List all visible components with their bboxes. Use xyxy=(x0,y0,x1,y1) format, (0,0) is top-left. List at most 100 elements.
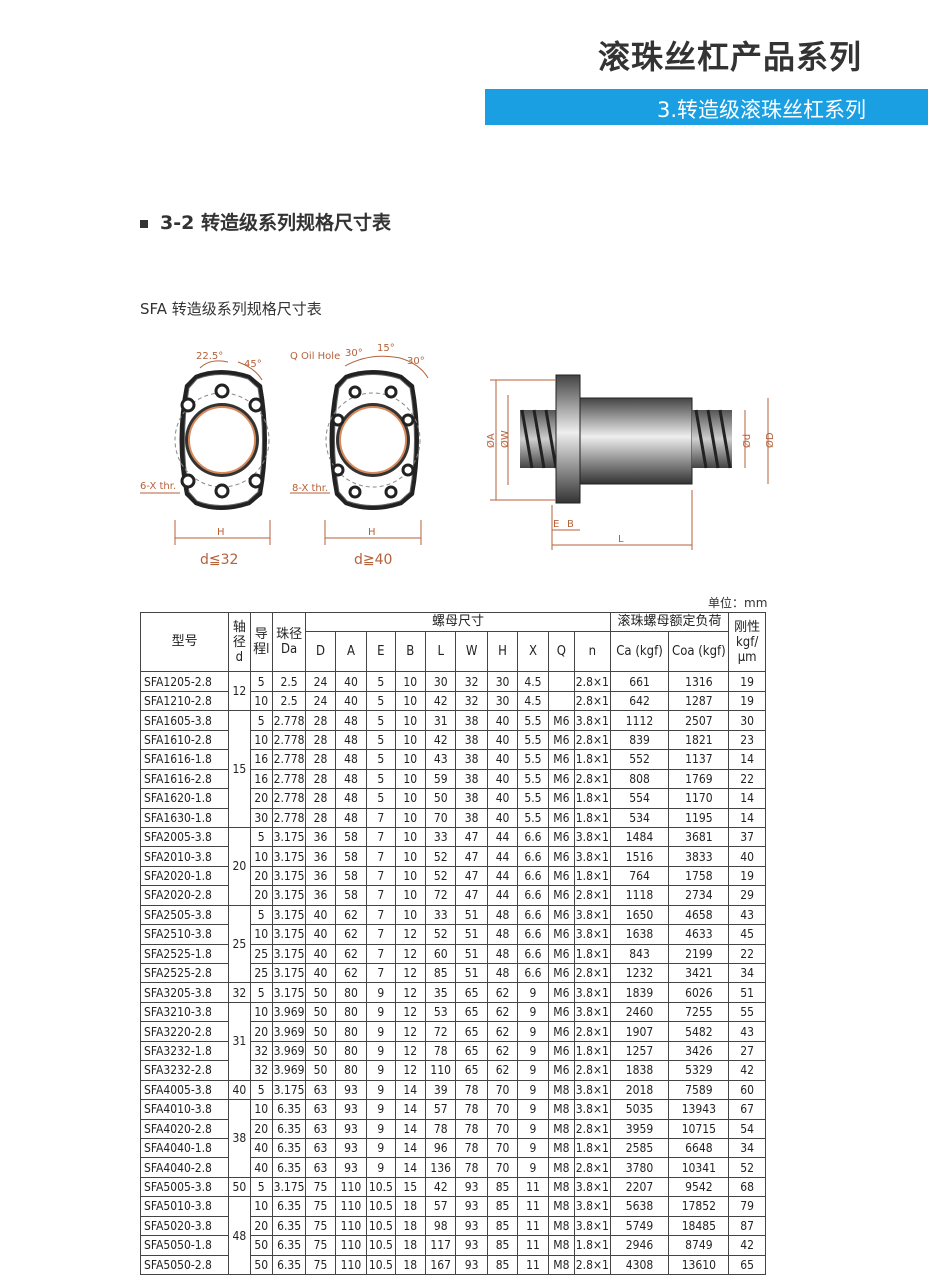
table-cell: 2.8×1 xyxy=(574,1021,611,1042)
table-cell: 98 xyxy=(424,1215,457,1237)
table-cell: 7 xyxy=(366,826,396,848)
column-header: A xyxy=(334,631,368,673)
series-banner: 3.转造级滚珠丝杠系列 xyxy=(485,89,928,125)
table-cell: 2946 xyxy=(609,1235,670,1256)
table-cell: 55 xyxy=(728,1001,766,1023)
table-cell: 9 xyxy=(517,1099,549,1120)
table-cell: 65 xyxy=(455,1001,488,1023)
model-cell: SFA4040-1.8 xyxy=(139,1137,230,1159)
table-cell: 11 xyxy=(517,1196,549,1217)
column-header: X xyxy=(517,631,549,673)
table-cell: 117 xyxy=(424,1235,457,1256)
table-cell: 12 xyxy=(394,1040,426,1062)
table-cell: 3.175 xyxy=(271,982,307,1003)
table-cell: 6.35 xyxy=(271,1118,307,1139)
table-cell: 7255 xyxy=(668,1001,730,1023)
table-cell: 9 xyxy=(517,1137,549,1159)
table-cell: 9542 xyxy=(668,1176,730,1198)
table-cell: 14 xyxy=(394,1157,426,1178)
table-cell: 47 xyxy=(455,826,488,848)
table-cell: 10 xyxy=(394,904,426,926)
table-cell: 9 xyxy=(517,1118,549,1139)
table-cell: 28 xyxy=(305,768,336,790)
table-cell: M6 xyxy=(547,749,576,770)
model-cell: SFA2005-3.8 xyxy=(139,826,230,848)
model-cell: SFA3205-3.8 xyxy=(139,982,230,1003)
table-cell: 3.969 xyxy=(271,1001,307,1023)
table-cell: 6.35 xyxy=(271,1215,307,1237)
table-cell: 80 xyxy=(334,1001,368,1023)
table-cell: 808 xyxy=(609,768,670,790)
width-label: H xyxy=(368,527,376,538)
table-cell: 9 xyxy=(366,1137,396,1159)
table-cell: 2460 xyxy=(609,1001,670,1023)
table-cell: 33 xyxy=(424,904,457,926)
table-cell: 11 xyxy=(517,1215,549,1237)
column-header: n xyxy=(574,631,611,673)
table-cell: 28 xyxy=(305,807,336,828)
table-cell: 10 xyxy=(394,690,426,712)
table-cell: 58 xyxy=(334,885,368,906)
table-cell: 42 xyxy=(728,1060,766,1081)
table-cell: 47 xyxy=(455,865,488,887)
table-cell: 42 xyxy=(424,729,457,751)
table-cell: 2.8×1 xyxy=(574,885,611,906)
header-rigidity: 刚性kgf/μm xyxy=(728,611,766,673)
table-cell: 3421 xyxy=(668,962,730,984)
table-cell: 3.969 xyxy=(271,1040,307,1062)
table-cell: 75 xyxy=(305,1176,336,1198)
table-cell: 2.5 xyxy=(271,690,307,712)
table-cell: 10 xyxy=(394,865,426,887)
table-cell: 93 xyxy=(455,1254,488,1276)
table-cell: 27 xyxy=(728,1040,766,1062)
table-cell: M6 xyxy=(547,924,576,945)
table-cell: 80 xyxy=(334,1040,368,1062)
table-cell: 65 xyxy=(455,1060,488,1081)
shaft-diameter-cell: 40 xyxy=(228,1079,251,1101)
table-cell: 48 xyxy=(334,749,368,770)
table-cell: 51 xyxy=(728,982,766,1003)
table-cell: 93 xyxy=(334,1137,368,1159)
model-cell: SFA1616-2.8 xyxy=(139,768,230,790)
table-cell: 63 xyxy=(305,1099,336,1120)
dim-label: Ød xyxy=(741,434,753,448)
table-cell: 6.35 xyxy=(271,1196,307,1217)
table-cell: 65 xyxy=(728,1254,766,1276)
table-cell: 5.5 xyxy=(517,768,549,790)
table-cell: 3.8×1 xyxy=(574,1176,611,1198)
table-cell: 30 xyxy=(486,671,519,692)
table-cell: 36 xyxy=(305,885,336,906)
table-cell: 10 xyxy=(394,710,426,731)
table-cell: 9 xyxy=(366,1079,396,1101)
shaft-diameter-cell: 31 xyxy=(228,1001,251,1081)
table-cell: 62 xyxy=(486,1021,519,1042)
table-cell: 59 xyxy=(424,768,457,790)
table-cell: 5 xyxy=(249,982,273,1003)
table-cell: 50 xyxy=(305,1040,336,1062)
table-cell: 1257 xyxy=(609,1040,670,1062)
table-cell: 78 xyxy=(424,1118,457,1139)
table-cell: 33 xyxy=(424,826,457,848)
table-cell: 1758 xyxy=(668,865,730,887)
table-cell: 110 xyxy=(334,1215,368,1237)
table-cell: M8 xyxy=(547,1196,576,1217)
table-cell: 68 xyxy=(728,1176,766,1198)
table-cell: 93 xyxy=(455,1196,488,1217)
model-cell: SFA3232-1.8 xyxy=(139,1040,230,1062)
table-cell: 22 xyxy=(728,768,766,790)
table-cell: 70 xyxy=(486,1137,519,1159)
table-cell: 10341 xyxy=(668,1157,730,1178)
table-cell: M6 xyxy=(547,943,576,965)
table-cell: 93 xyxy=(455,1176,488,1198)
model-cell: SFA3210-3.8 xyxy=(139,1001,230,1023)
table-cell: 2.778 xyxy=(271,749,307,770)
table-cell: 19 xyxy=(728,671,766,692)
spec-table: 型号 轴径d 导程l 珠径Da 螺母尺寸 滚珠螺母额定负荷 刚性kgf/μm D… xyxy=(139,611,766,1276)
table-subtitle: SFA 转造级系列规格尺寸表 xyxy=(140,300,322,318)
table-cell: 48 xyxy=(334,710,368,731)
table-cell: 5 xyxy=(249,826,273,848)
